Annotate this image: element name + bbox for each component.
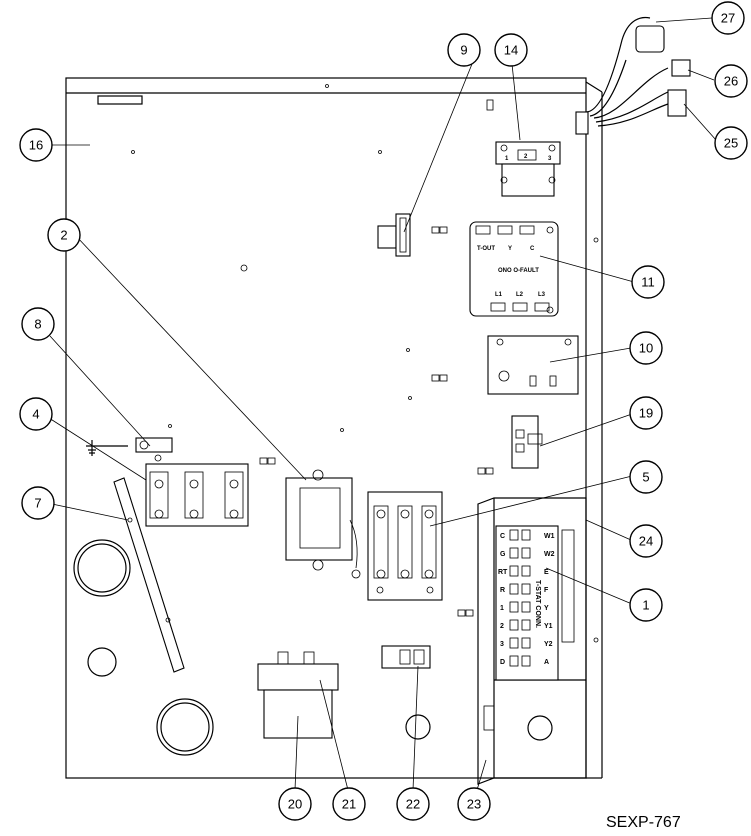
rod-7 [113, 477, 185, 673]
component-10 [487, 335, 579, 395]
callout-16: 16 [19, 128, 53, 162]
callout-11: 11 [631, 265, 665, 299]
board-terminal-label: L3 [538, 292, 546, 298]
terminal-22 [381, 645, 431, 669]
component-9 [377, 213, 411, 257]
terminal-block-4 [145, 463, 249, 527]
callout-4: 4 [19, 397, 53, 431]
board-terminal-label: L1 [495, 292, 503, 298]
callout-19: 19 [629, 396, 663, 430]
terminal-label-left: R [500, 587, 505, 594]
terminal-label-right: W2 [544, 551, 555, 558]
board-terminal-label: C [530, 246, 535, 252]
terminal-label-left: 3 [500, 641, 504, 648]
callout-20: 20 [278, 787, 312, 821]
relay-terminal-label: 2 [524, 154, 528, 160]
svg-text:8: 8 [34, 317, 41, 332]
callout-26: 26 [714, 64, 748, 98]
callout-9: 9 [447, 33, 481, 67]
svg-text:16: 16 [29, 138, 43, 153]
callout-22: 22 [396, 787, 430, 821]
callout-5: 5 [629, 460, 663, 494]
callout-1: 1 [629, 588, 663, 622]
terminal-label-left: D [500, 659, 505, 666]
svg-text:14: 14 [504, 43, 518, 58]
svg-text:5: 5 [642, 470, 649, 485]
terminal-label-right: W1 [544, 533, 555, 540]
strip-label: T-STAT CONN. [534, 580, 541, 628]
thermostat-terminal-strip: C G RT R 1 2 3 D W1 W2 E F Y Y1 Y2 A T-S… [495, 525, 559, 681]
svg-text:20: 20 [288, 797, 302, 812]
svg-text:7: 7 [34, 496, 41, 511]
leader-lines [48, 17, 717, 791]
svg-text:24: 24 [639, 534, 653, 549]
terminal-label-left: 1 [500, 605, 504, 612]
board-terminal-label: Y [508, 246, 512, 252]
svg-text:21: 21 [342, 797, 356, 812]
bracket-8 [135, 437, 173, 462]
terminal-label-right: E [544, 569, 549, 576]
svg-text:19: 19 [639, 406, 653, 421]
svg-text:22: 22 [406, 797, 420, 812]
board-terminal-label: L2 [516, 292, 524, 298]
svg-text:4: 4 [32, 407, 39, 422]
svg-text:11: 11 [641, 275, 655, 290]
transformer-2 [285, 469, 361, 579]
callout-8: 8 [21, 307, 55, 341]
board-note: ONO O-FAULT [498, 268, 539, 274]
callout-14: 14 [494, 33, 528, 67]
terminal-label-right: Y [544, 605, 549, 612]
callout-21: 21 [332, 787, 366, 821]
contactor-5 [367, 491, 443, 601]
svg-text:2: 2 [60, 228, 67, 243]
svg-text:23: 23 [467, 797, 481, 812]
terminal-label-left: 2 [500, 623, 504, 630]
callout-10: 10 [629, 331, 663, 365]
board-terminal-label: T-OUT [477, 246, 495, 252]
ground-symbol-icon [86, 440, 128, 456]
callout-27: 27 [711, 1, 745, 35]
drawing-id: SEXP-767 [606, 814, 681, 831]
terminal-label-right: Y1 [544, 623, 553, 630]
svg-text:9: 9 [460, 43, 467, 58]
callout-2: 2 [47, 218, 81, 252]
svg-text:26: 26 [724, 74, 738, 89]
terminal-label-right: F [544, 587, 549, 594]
callout-24: 24 [629, 524, 663, 558]
terminal-label-right: A [544, 659, 549, 666]
svg-text:1: 1 [642, 598, 649, 613]
svg-text:25: 25 [724, 136, 738, 151]
cabinet-panel [65, 77, 603, 779]
terminal-label-left: G [500, 551, 506, 558]
terminal-label-right: Y2 [544, 641, 553, 648]
relay-terminal-label: 3 [548, 156, 552, 162]
svg-text:27: 27 [721, 11, 735, 26]
knockout-holes [73, 539, 431, 756]
component-19 [511, 415, 543, 469]
terminal-label-left: C [500, 533, 505, 540]
wire-harness [575, 16, 691, 135]
callout-25: 25 [714, 126, 748, 160]
svg-text:10: 10 [639, 341, 653, 356]
relay-terminal-label: 1 [505, 156, 509, 162]
callout-23: 23 [457, 787, 491, 821]
capacitor-20 [257, 651, 339, 739]
relay-14: 1 2 3 [495, 141, 561, 197]
terminal-label-left: RT [498, 569, 508, 576]
control-board-11: T-OUT Y C ONO O-FAULT L1 L2 L3 [469, 221, 559, 317]
callout-7: 7 [21, 486, 55, 520]
